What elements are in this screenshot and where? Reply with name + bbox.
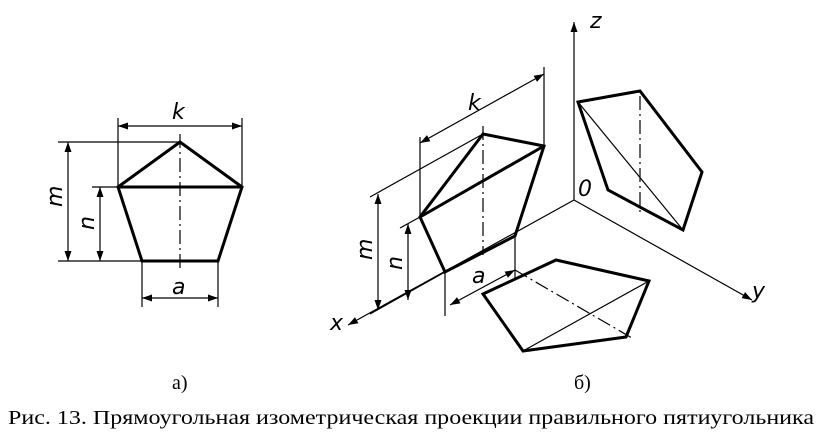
n-iso-label: n	[383, 256, 408, 270]
pentagon-xoz-chord	[419, 144, 545, 219]
a-iso-dimension-line	[449, 269, 516, 306]
pentagon-yoz-chord	[577, 101, 684, 231]
figure-b-sublabel: б)	[574, 372, 591, 394]
n-iso-extension-top	[399, 216, 421, 229]
y-axis	[573, 199, 753, 301]
figure-a-sublabel: а)	[172, 372, 188, 394]
m-label: m	[43, 186, 68, 207]
figure-caption: Рис. 13. Прямоугольная изометрическая пр…	[8, 407, 814, 429]
x-axis-label: x	[329, 311, 344, 336]
n-label: n	[75, 216, 100, 230]
pentagon-yoz-outline	[576, 89, 704, 233]
k-label: k	[172, 100, 186, 125]
a-iso-label: a	[472, 264, 485, 289]
y-axis-label: y	[751, 279, 766, 304]
figure-a-orthographic: k m n a а)	[43, 100, 244, 394]
k-iso-dimension-line	[419, 73, 545, 144]
z-axis-label: z	[589, 9, 602, 34]
pentagon-xoy-axis	[514, 269, 633, 339]
pentagon-xoy-outline	[480, 258, 652, 353]
pentagon-xoy-chord	[522, 280, 650, 352]
origin-label: 0	[578, 177, 592, 202]
m-iso-label: m	[353, 239, 378, 260]
a-label: a	[172, 275, 185, 300]
m-iso-extension-top	[369, 133, 484, 198]
k-iso-label: k	[468, 91, 482, 116]
pentagon-xoz-outline	[418, 132, 546, 275]
figure-b-isometric: z y x 0 k m n a б)	[329, 9, 766, 394]
